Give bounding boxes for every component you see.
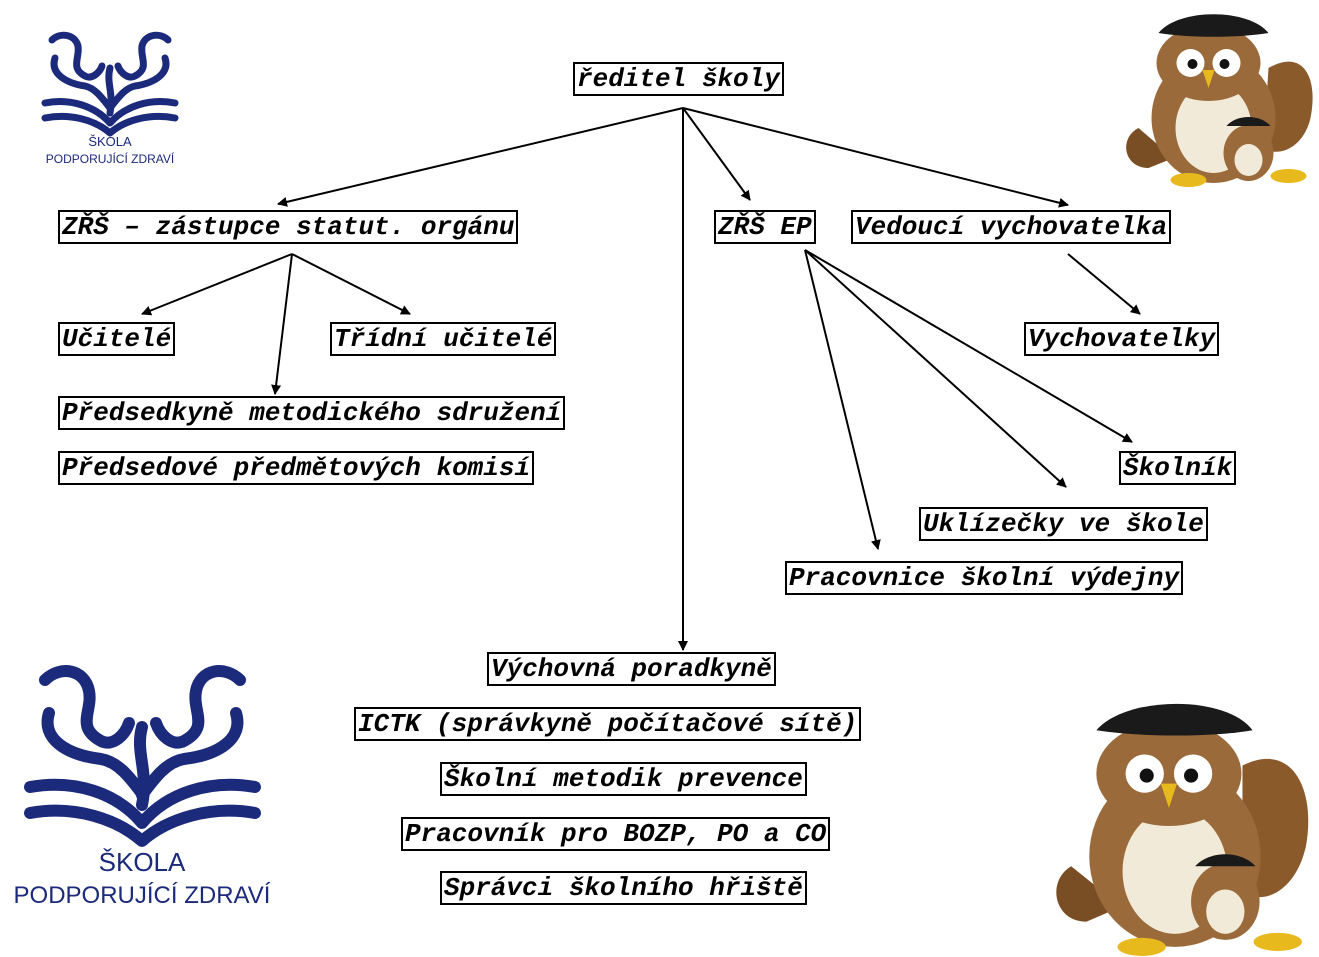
- node-playground: Správci školního hřiště: [440, 871, 807, 905]
- node-prevention: Školní metodik prevence: [440, 762, 807, 796]
- arrow-director-to-head-educator: [682, 107, 1069, 208]
- node-chair-methodical: Předsedkyně metodického sdružení: [58, 396, 566, 430]
- logo-line2: PODPORUJÍCÍ ZDRAVÍ: [46, 151, 175, 166]
- node-teachers: Učitelé: [58, 322, 176, 356]
- node-caretaker: Školník: [1119, 451, 1237, 485]
- node-deputy-statutory: ZŘŠ – zástupce statut. orgánu: [58, 210, 519, 244]
- logo-bottom-line1: ŠKOLA: [99, 847, 186, 877]
- arrow-deputy-to-teachers: [141, 253, 293, 316]
- logo-line1: ŠKOLA: [88, 134, 132, 149]
- school-logo-bottom: ŠKOLA PODPORUJÍCÍ ZDRAVÍ: [14, 665, 271, 909]
- node-ictk: ICTK (správkyně počítačové sítě): [354, 707, 862, 741]
- node-cleaners: Uklízečky ve škole: [919, 507, 1208, 541]
- arrow-deputy-to-class-teachers: [291, 253, 411, 315]
- arrow-ep-to-caretaker: [804, 249, 1133, 443]
- arrow-deputy-to-chair: [271, 253, 293, 395]
- node-head-educator: Vedoucí vychovatelka: [851, 210, 1172, 244]
- node-chairs-committees: Předsedové předmětových komisí: [58, 451, 535, 485]
- arrow-ep-to-cleaners: [804, 249, 1067, 488]
- owl-mascot-bottom: [1056, 703, 1309, 956]
- node-class-teachers: Třídní učitelé: [330, 322, 557, 356]
- owl-mascot-top: [1126, 14, 1313, 187]
- arrow-director-to-deputy-ep: [682, 107, 751, 201]
- node-deputy-ep: ZŘŠ EP: [714, 210, 816, 244]
- node-counselor: Výchovná poradkyně: [487, 652, 776, 686]
- logo-bottom-line2: PODPORUJÍCÍ ZDRAVÍ: [14, 882, 271, 909]
- arrow-director-to-deputy: [277, 107, 684, 207]
- school-logo-top: ŠKOLA PODPORUJÍCÍ ZDRAVÍ: [41, 31, 179, 166]
- node-bozp: Pracovník pro BOZP, PO a CO: [401, 817, 831, 851]
- node-director: ředitel školy: [573, 62, 784, 96]
- node-canteen-staff: Pracovnice školní výdejny: [785, 561, 1184, 595]
- arrow-ep-to-canteen: [804, 249, 881, 550]
- arrow-head-educator-to-educators: [1067, 253, 1141, 315]
- node-educators: Vychovatelky: [1024, 322, 1220, 356]
